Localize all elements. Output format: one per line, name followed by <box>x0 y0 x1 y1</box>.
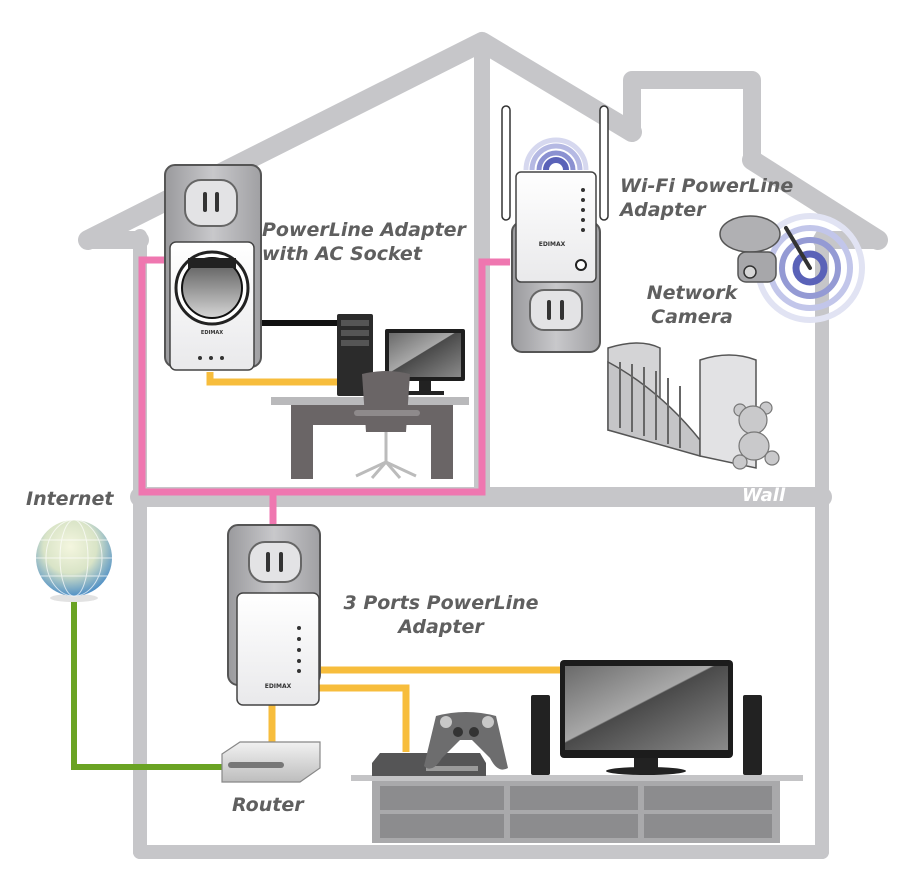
adapter-body <box>236 592 320 706</box>
led <box>581 198 585 202</box>
label-line: Wi-Fi PowerLine <box>620 175 794 197</box>
led <box>297 659 301 663</box>
teddy-bear <box>732 401 780 470</box>
label-line: 3 Ports PowerLine <box>343 592 539 614</box>
adapter-body <box>515 171 597 283</box>
pc-tower-bay <box>341 320 369 326</box>
led <box>297 648 301 652</box>
label-wifi-powerline-adapter: Wi-Fi PowerLine Adapter <box>620 174 793 222</box>
outlet <box>184 179 238 227</box>
wps-button <box>575 259 587 271</box>
ac-socket-cover <box>188 258 236 268</box>
label-line: Adapter <box>398 616 484 638</box>
tv-neck <box>634 758 658 768</box>
monitor-screen <box>389 333 461 377</box>
camera-antenna <box>784 226 812 270</box>
label-line: PowerLine Adapter <box>262 219 466 241</box>
ethernet-cables <box>206 372 562 752</box>
brand-logo: EDIMAX <box>539 241 566 248</box>
led <box>209 356 213 360</box>
led <box>581 208 585 212</box>
antenna-left <box>501 105 511 221</box>
pc-tower-bay <box>341 330 369 336</box>
internet-globe <box>36 519 112 602</box>
pc-tower-bay <box>341 340 369 346</box>
tv-stand <box>351 775 803 843</box>
label-line: Camera <box>651 306 733 328</box>
network-camera <box>719 213 865 323</box>
outlet-slot <box>547 300 551 320</box>
powerline-cables <box>138 256 510 530</box>
led <box>581 228 585 232</box>
tv-base <box>606 767 686 775</box>
label-line: Adapter <box>620 199 706 221</box>
camera-body <box>737 251 777 283</box>
router-front-slot <box>228 762 284 768</box>
brand-logo: EDIMAX <box>201 330 223 336</box>
label-line: Network <box>646 282 738 304</box>
speaker-left <box>531 695 550 775</box>
label-line: with AC Socket <box>262 243 422 265</box>
led <box>220 356 224 360</box>
outlet-slot <box>215 192 219 212</box>
label-network-camera: Network Camera <box>636 281 748 329</box>
label-powerline-adapter-ac: PowerLine Adapter with AC Socket <box>262 218 466 266</box>
powerline-cable-right <box>273 258 510 496</box>
game-controller <box>424 712 508 770</box>
monitor-base <box>406 391 444 395</box>
three-port-powerline-adapter: EDIMAX <box>227 524 321 706</box>
monitor-stand <box>419 381 431 391</box>
speaker-right <box>743 695 762 775</box>
brand-logo: EDIMAX <box>265 683 292 690</box>
led <box>297 626 301 630</box>
outlet-slot <box>560 300 564 320</box>
led <box>297 637 301 641</box>
stand-top <box>351 775 803 781</box>
outlet-slot <box>266 552 270 572</box>
camera-lens <box>743 265 757 279</box>
outlet-slot <box>279 552 283 572</box>
label-wall: Wall <box>742 485 786 506</box>
outlet <box>248 541 302 583</box>
powerline-adapter-ac: EDIMAX <box>164 164 262 371</box>
outlet-slot <box>203 192 207 212</box>
tv-screen <box>565 666 728 750</box>
globe-shadow <box>50 594 98 602</box>
led <box>297 669 301 673</box>
wifi-signal-adapter <box>523 137 589 171</box>
ethernet-cable-console <box>318 684 410 752</box>
chair-base <box>384 461 402 479</box>
roof-right <box>742 150 888 250</box>
ethernet-cable-pc <box>206 372 345 386</box>
router <box>221 741 321 783</box>
chair-armrest <box>354 410 420 416</box>
crib <box>607 342 757 469</box>
label-router: Router <box>232 794 304 816</box>
led <box>581 188 585 192</box>
wifi-powerline-adapter: EDIMAX <box>501 105 609 353</box>
desktop-pc-setup <box>271 314 469 479</box>
outlet <box>529 289 583 331</box>
chimney <box>623 71 761 169</box>
powerline-cable-left <box>138 256 277 530</box>
internet-cable <box>71 598 224 770</box>
office-chair <box>362 371 410 432</box>
television <box>560 660 733 775</box>
led <box>198 356 202 360</box>
label-internet: Internet <box>26 488 114 510</box>
label-three-port-adapter: 3 Ports PowerLine Adapter <box>330 591 552 639</box>
chair-base <box>370 461 388 479</box>
antenna-right <box>599 105 609 221</box>
led <box>581 218 585 222</box>
